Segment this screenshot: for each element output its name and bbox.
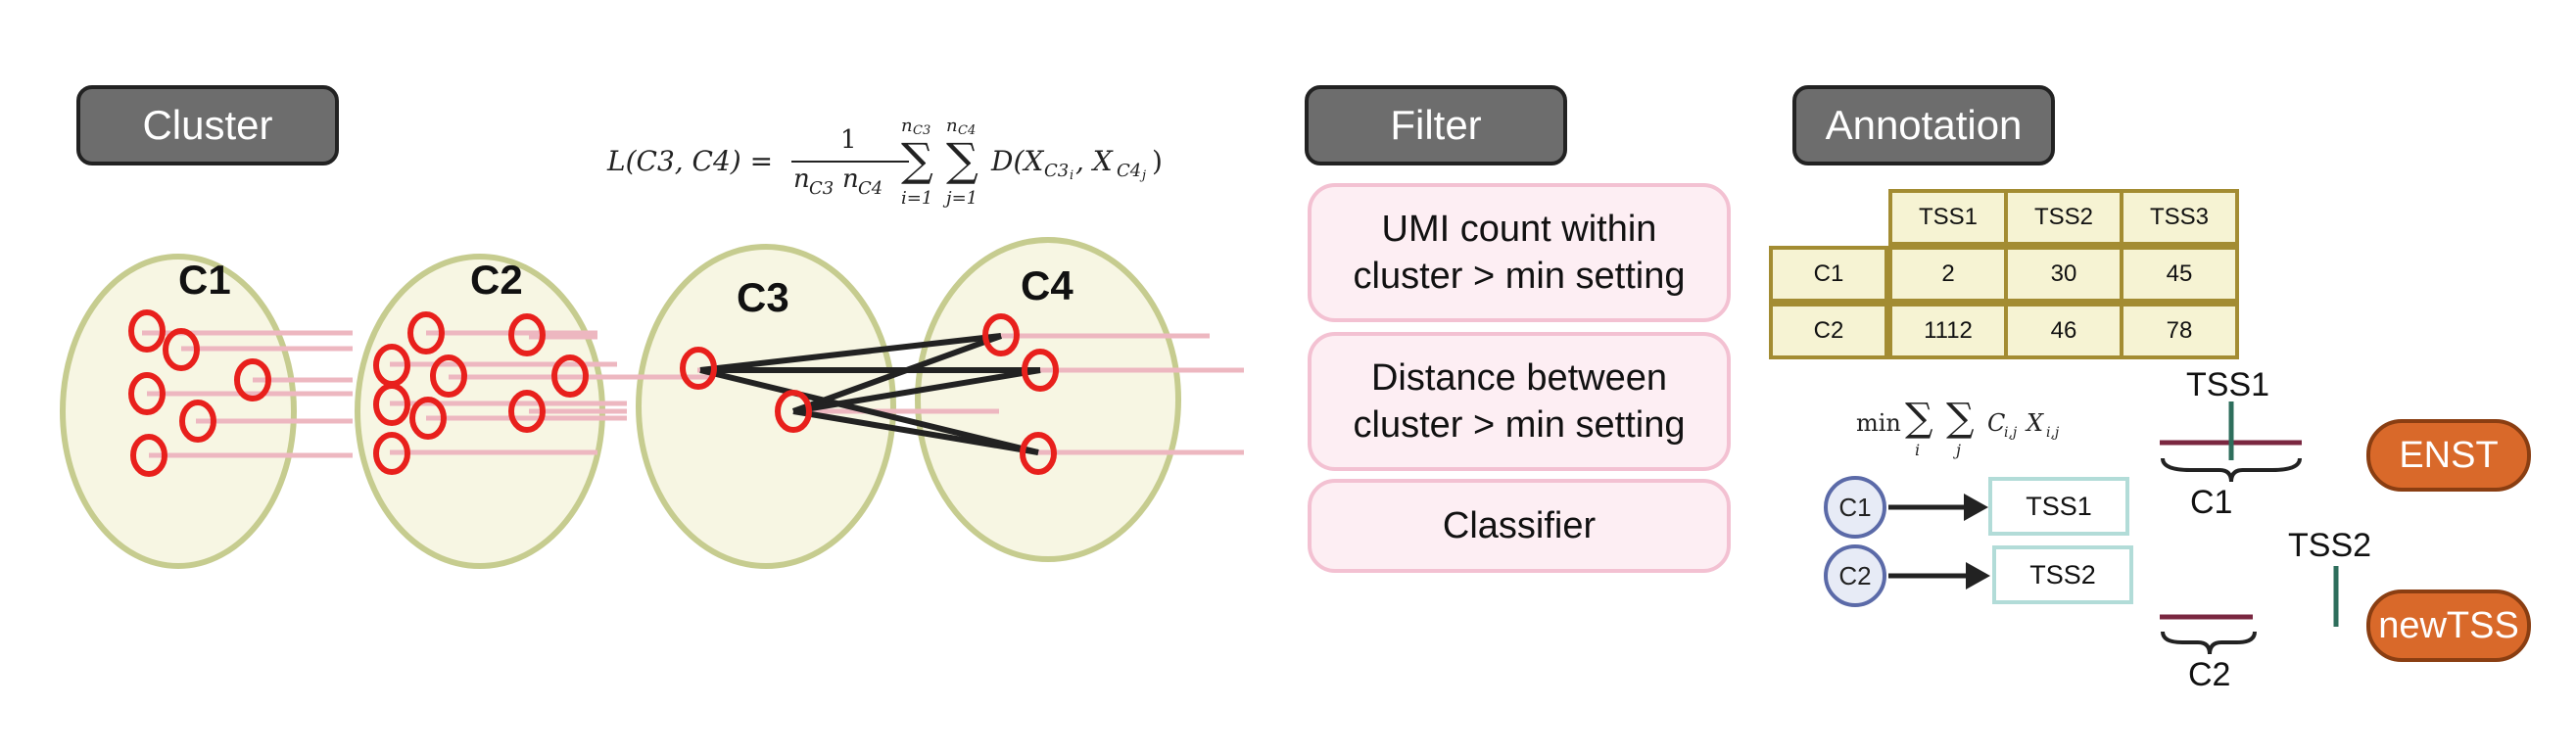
formula-den-sub2: C4 <box>858 178 883 199</box>
table-row-label-c1: C1 <box>1769 246 1888 303</box>
assign-tss-tss2: TSS2 <box>1992 545 2133 604</box>
umi-circle <box>551 354 589 398</box>
cluster-ellipse-c4 <box>915 237 1181 562</box>
genome-tss2-label: TSS2 <box>2288 527 2372 564</box>
assign-cluster-c2: C2 <box>1824 544 1886 607</box>
cluster-label-c2: C2 <box>470 257 523 303</box>
table-cell: 2 <box>1888 246 2008 303</box>
formula-min: min <box>1856 409 1901 437</box>
formula-den-n1: n <box>793 165 810 194</box>
umi-circle <box>1020 432 1057 475</box>
formula-min-sub-j: j <box>1956 441 1961 459</box>
formula-min-sub-i: i <box>1915 441 1921 459</box>
umi-circle <box>163 328 200 371</box>
formula-sum1-bot: i=1 <box>901 188 933 209</box>
formula-fraction-bar <box>791 161 909 163</box>
cluster-header: Cluster <box>76 85 339 165</box>
table-row-label-c2: C2 <box>1769 303 1888 359</box>
umi-circle <box>409 397 447 440</box>
umi-circle <box>508 313 546 356</box>
cluster-label-c4: C4 <box>1021 262 1073 308</box>
distance-lines <box>699 333 1041 455</box>
umi-circle <box>982 313 1020 356</box>
cluster-ellipse-c3 <box>636 244 896 569</box>
formula-min-x-sub: i,j <box>2046 425 2060 441</box>
enst-badge: ENST <box>2366 419 2531 492</box>
umi-circle <box>407 311 445 354</box>
formula-body: D(X <box>991 145 1044 177</box>
formula-sum2-top: n <box>946 116 958 136</box>
table-cell: 30 <box>2004 246 2123 303</box>
umi-circle <box>130 434 167 477</box>
umi-circle <box>680 347 717 390</box>
formula-sum1-top-sub: C3 <box>913 123 931 138</box>
formula-body-sub2: C4 <box>1117 161 1142 181</box>
formula-min-sigma-i: ∑ <box>1905 396 1933 441</box>
formula-min-x: X <box>2027 409 2044 437</box>
genome-track-c1 <box>2160 401 2302 483</box>
genome-c2-label: C2 <box>2188 656 2231 693</box>
formula-body-mid: , X <box>1075 145 1113 177</box>
filter-classifier-label: Classifier <box>1442 505 1597 546</box>
umi-circle <box>430 354 467 398</box>
umi-circle <box>373 432 410 475</box>
table-cell: 78 <box>2120 303 2239 359</box>
assign-cluster-c1: C1 <box>1824 476 1886 539</box>
filter-umi-count: UMI count within cluster > min setting <box>1308 183 1731 322</box>
assign-tss-tss1: TSS1 <box>1988 477 2129 536</box>
formula-den-n2: n <box>842 165 859 194</box>
umi-circle <box>775 390 812 433</box>
table-header-tss1: TSS1 <box>1888 189 2008 246</box>
formula-den-sub1: C3 <box>809 178 835 199</box>
table-header-tss2: TSS2 <box>2004 189 2123 246</box>
umi-circle <box>373 383 410 426</box>
umi-circle <box>128 372 166 415</box>
filter-distance-line1: Distance between <box>1370 357 1668 399</box>
formula-body-sub1: C3 <box>1044 161 1070 181</box>
filter-umi-line2: cluster > min setting <box>1353 256 1686 297</box>
annotation-header: Annotation <box>1792 85 2055 165</box>
umi-circles <box>128 309 1059 477</box>
formula-lhs: L(C3, C4) = <box>607 145 774 177</box>
filter-distance: Distance between cluster > min setting <box>1308 332 1731 471</box>
cluster-label-c3: C3 <box>737 274 789 320</box>
formula-min-term: C <box>1987 409 2006 437</box>
filter-umi-line1: UMI count within <box>1381 209 1657 250</box>
umi-circle <box>1022 349 1059 392</box>
table-header-tss3: TSS3 <box>2120 189 2239 246</box>
umi-circle <box>508 390 546 433</box>
formula-sum1-sigma: ∑ <box>901 133 933 186</box>
cluster-label-c1: C1 <box>178 257 231 303</box>
genome-track-c2 <box>2160 566 2339 655</box>
assignment-arrows <box>1888 494 1990 590</box>
formula-sum1-top: n <box>901 116 913 136</box>
table-cell: 1112 <box>1888 303 2008 359</box>
formula-body-end: ) <box>1152 145 1163 177</box>
read-lines <box>142 330 1244 458</box>
formula-num: 1 <box>840 125 857 155</box>
filter-header: Filter <box>1305 85 1567 165</box>
genome-c1-label: C1 <box>2190 484 2233 521</box>
formula-min-sigma-j: ∑ <box>1946 396 1975 441</box>
filter-classifier: Classifier <box>1308 479 1731 573</box>
formula-body-sub1-i: i <box>1070 168 1074 183</box>
formula-sum2-top-sub: C4 <box>958 123 977 138</box>
newtss-badge: newTSS <box>2366 590 2531 662</box>
genome-tss1-label: TSS1 <box>2186 366 2270 403</box>
table-cell: 45 <box>2120 246 2239 303</box>
formula-sum2-bot: j=1 <box>946 188 978 209</box>
table-cell: 46 <box>2004 303 2123 359</box>
umi-circle <box>128 309 166 353</box>
formula-min-term-sub: i,j <box>2004 425 2018 441</box>
assignment-formula: min ∑ i ∑ j C i,j X i,j <box>1856 392 2111 470</box>
linkage-formula: L(C3, C4) = 1 n C3 n C4 n C3 ∑ i=1 n C4 … <box>607 116 1215 223</box>
umi-circle <box>234 358 271 401</box>
formula-sum2-sigma: ∑ <box>946 133 978 186</box>
filter-distance-line2: cluster > min setting <box>1353 404 1686 446</box>
umi-circle <box>179 400 216 443</box>
formula-body-sub2-j: j <box>1142 168 1147 183</box>
